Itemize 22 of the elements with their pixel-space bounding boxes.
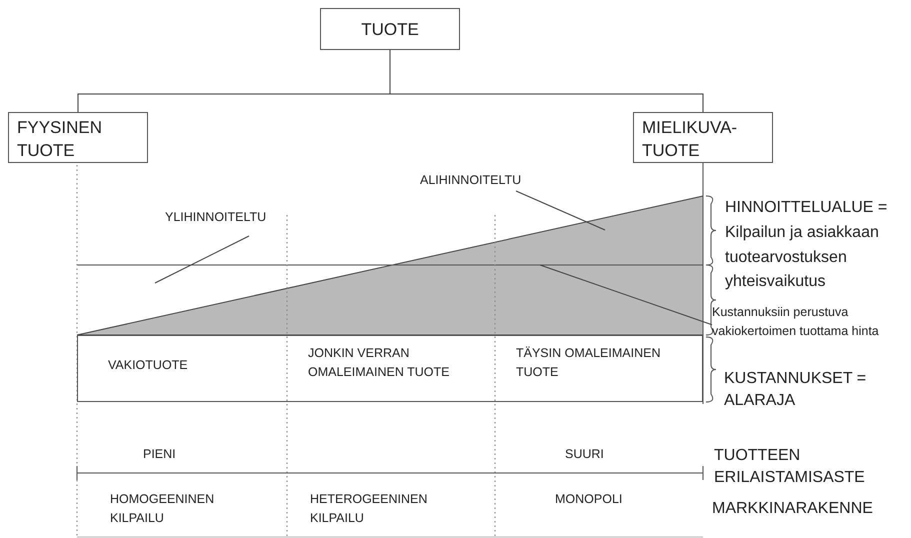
area-label: YLIHINNOITELTU	[165, 208, 285, 228]
cost-floor-label: KUSTANNUKSET = ALARAJA	[724, 369, 868, 411]
area-label: ALIHINNOITELTU	[420, 171, 540, 190]
axis-title: MARKKINARAKENNE	[712, 499, 874, 519]
market-type-label: MONOPOLI	[555, 491, 624, 508]
product-type-label: VAKIOTUOTE	[108, 357, 189, 374]
scale-end-label: SUURI	[565, 446, 605, 463]
product-box: FYYSINEN TUOTE	[8, 112, 148, 163]
price-note: Kustannuksiin perustuva vakiokertoimen tuottama hinta	[712, 303, 892, 342]
market-type-label: HETEROGEENINEN KILPAILU	[310, 491, 428, 528]
cost-band	[77, 335, 703, 402]
scale-end-label: PIENI	[143, 446, 177, 463]
product-type-label: JONKIN VERRAN OMALEIMAINEN TUOTE	[308, 345, 450, 382]
product-box: TUOTE	[320, 8, 460, 50]
product-type-label: TÄYSIN OMALEIMAINEN TUOTE	[516, 345, 662, 382]
leader-line	[516, 190, 606, 230]
product-box: MIELIKUVA-TUOTE	[633, 112, 773, 163]
market-type-label: HOMOGEENINEN KILPAILU	[110, 491, 216, 528]
leader-line	[154, 236, 250, 284]
axis-title: TUOTTEEN ERILAISTAMISASTE	[714, 446, 866, 488]
leader-line	[540, 264, 712, 326]
pricing-range-label: HINNOITTELUALUE = Kilpailun ja asiakkaan tuotearvostuksen yhteisvaikutus	[725, 198, 888, 292]
